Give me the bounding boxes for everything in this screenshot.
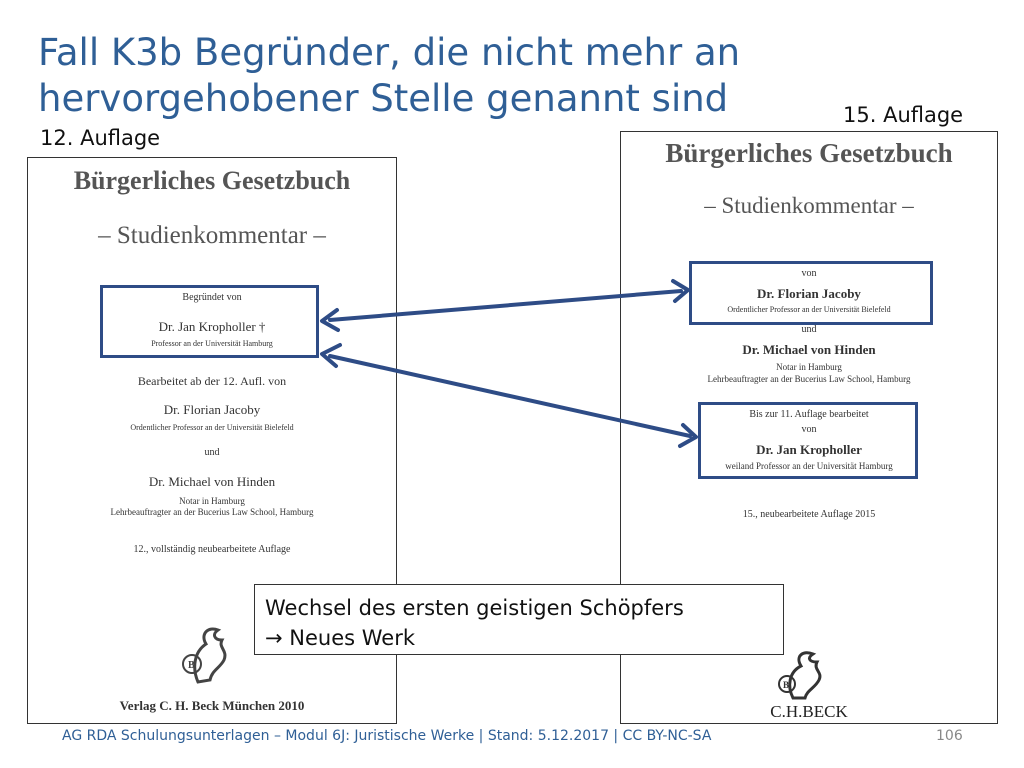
left-title-page: Bürgerliches Gesetzbuch – Studienkomment… [27,157,397,724]
right-subtitle: – Studienkommentar – [704,193,914,218]
left-author2-affil2: Lehrbeauftragter an der Bucerius Law Sch… [110,507,314,517]
right-and: und [801,324,817,335]
svg-text:B: B [783,680,789,690]
left-subtitle: – Studienkommentar – [98,222,326,249]
right-author2-affil1: Notar in Hamburg [776,362,842,372]
left-founder-name: Dr. Jan Kropholler † [158,319,266,334]
left-author1-affil: Ordentlicher Professor an der Universitä… [130,423,294,432]
right-book-title: Bürgerliches Gesetzbuch [665,138,953,168]
slide-footer: AG RDA Schulungsunterlagen – Modul 6J: J… [62,728,712,744]
left-edited-from: Bearbeitet ab der 12. Aufl. von [137,374,287,388]
right-prev-name: Dr. Jan Kropholler [756,442,862,457]
right-author1-affil: Ordentlicher Professor an der Universitä… [727,305,891,314]
left-author1-name: Dr. Florian Jacoby [163,402,261,417]
left-edition-label: 12. Auflage [40,126,161,150]
griffin-logo: B [182,627,227,684]
right-previous-author-highlight [698,402,918,479]
right-edition-label: 15. Auflage [843,103,964,127]
callout-line1: Wechsel des ersten geistigen Schöpfers [265,596,684,620]
callout-line2-row: → Neues Werk [265,623,783,653]
left-founder-affil: Professor an der Universität Hamburg [151,339,273,348]
left-founder-highlight [100,285,319,358]
left-author2-affil1: Notar in Hamburg [179,496,245,506]
right-arrow-icon: → [265,626,283,650]
left-book-title: Bürgerliches Gesetzbuch [73,166,351,195]
right-authors-highlight [689,261,933,325]
right-author2-name: Dr. Michael von Hinden [742,342,876,357]
right-by: von [801,268,817,279]
left-founded-by: Begründet von [182,292,242,303]
left-publisher: Verlag C. H. Beck München 2010 [119,698,305,713]
conclusion-callout: Wechsel des ersten geistigen Schöpfers →… [254,584,784,655]
left-and: und [204,447,220,458]
page-number: 106 [936,728,963,744]
right-author2-affil2: Lehrbeauftragter an der Bucerius Law Sch… [707,374,911,384]
right-author1-name: Dr. Florian Jacoby [757,286,861,301]
callout-line2: Neues Werk [289,626,416,650]
right-prev-note: Bis zur 11. Auflage bearbeitet [749,409,869,420]
right-prev-by: von [801,424,817,435]
griffin-logo: B [778,651,822,700]
left-edition-note: 12., vollständig neubearbeitete Auflage [133,544,291,555]
svg-text:B: B [188,660,195,671]
left-author2-name: Dr. Michael von Hinden [148,474,276,489]
right-edition-note: 15., neubearbeitete Auflage 2015 [742,509,876,520]
right-prev-affil: weiland Professor an der Universität Ham… [725,461,893,471]
slide-title: Fall K3b Begründer, die nicht mehr an he… [38,31,741,120]
publisher-logo-text: C.H.BECK [770,702,848,721]
